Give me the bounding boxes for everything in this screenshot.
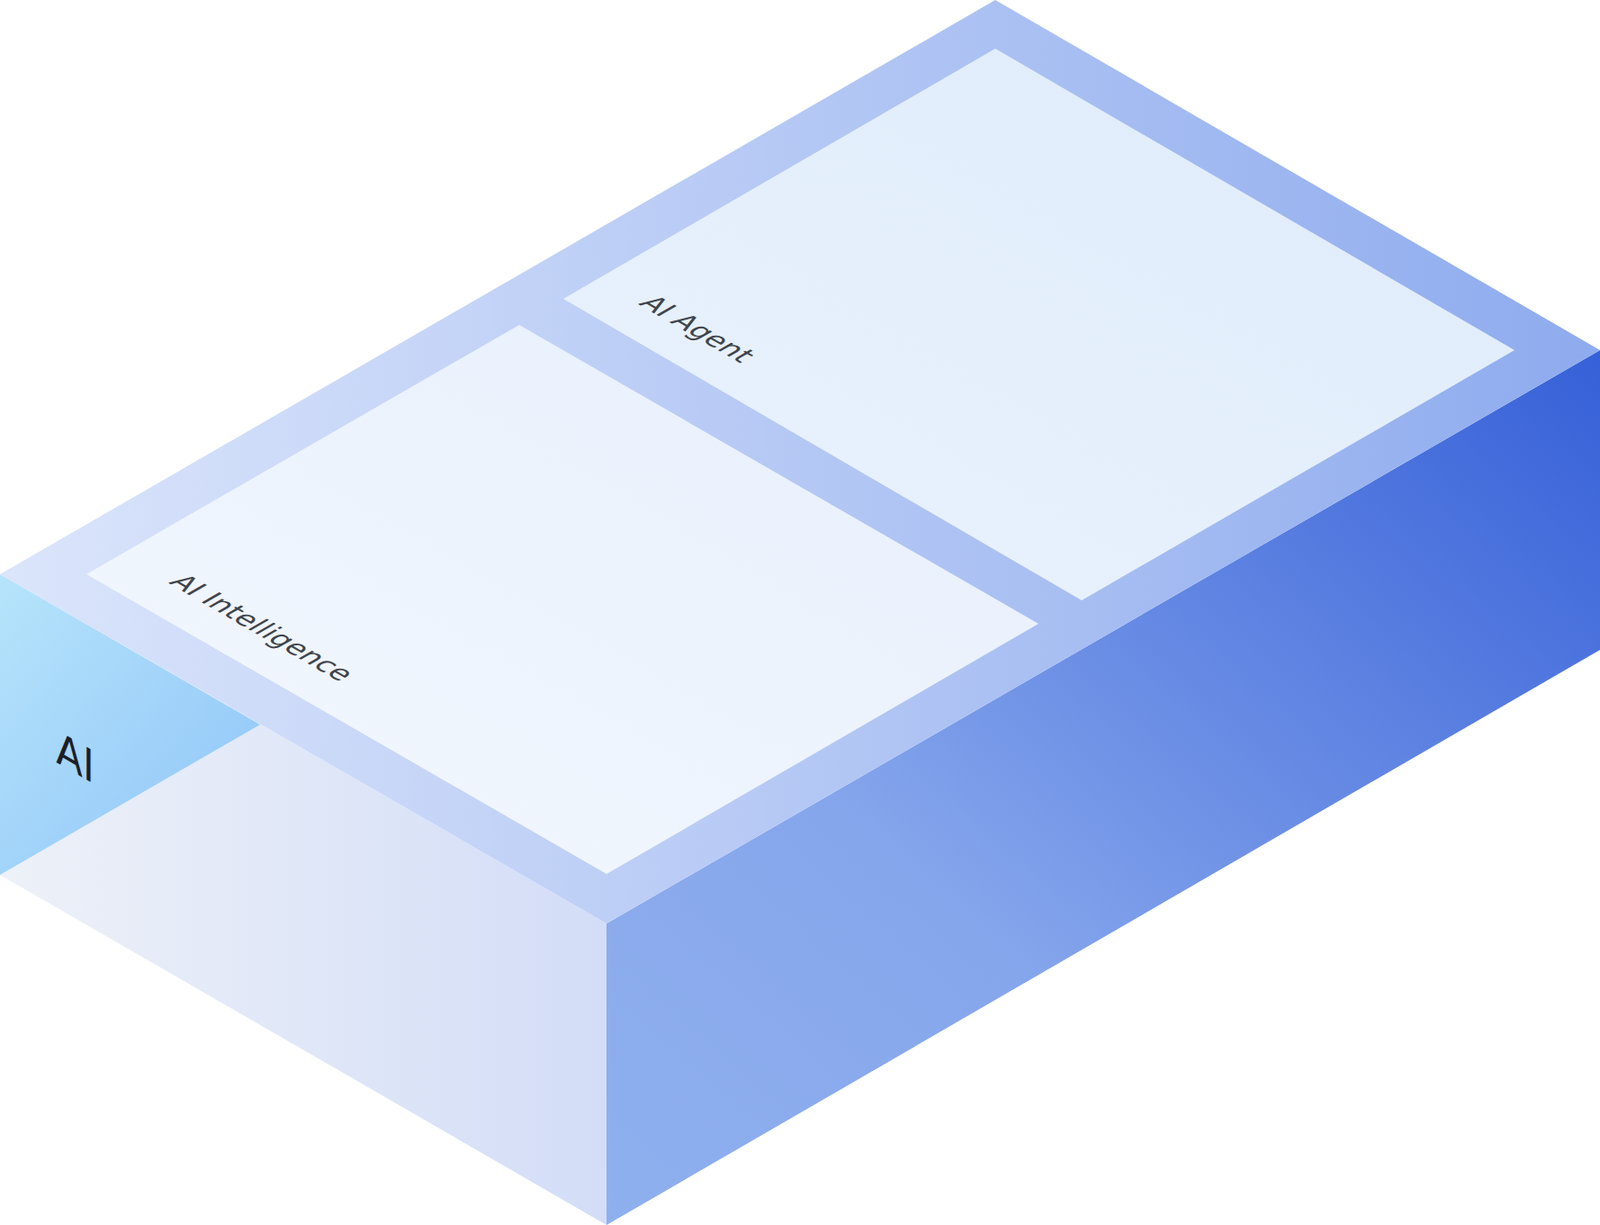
block-top-face [0, 0, 1600, 924]
panel-face [563, 48, 1515, 601]
block-label: AI [55, 724, 94, 792]
panel: AI Agent [563, 48, 1515, 601]
